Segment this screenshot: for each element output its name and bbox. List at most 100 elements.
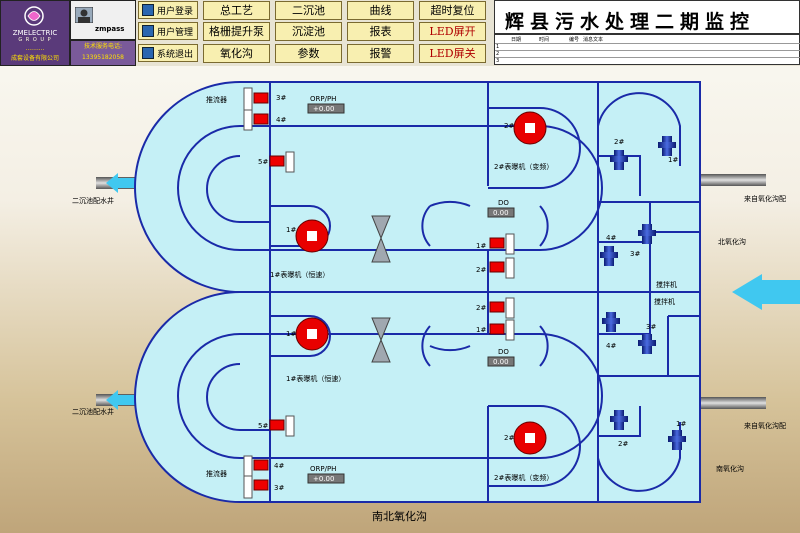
north-propeller-5[interactable] bbox=[269, 151, 295, 173]
user-manage-button[interactable]: 用户管理 bbox=[138, 22, 198, 40]
south-label-4: 4# bbox=[274, 462, 284, 470]
inflow-arrow bbox=[732, 274, 800, 310]
current-user-name: zmpass bbox=[95, 25, 125, 33]
south-propeller-5[interactable] bbox=[269, 415, 295, 437]
north-aerator1-label: 1#表曝机（恒速） bbox=[270, 270, 329, 279]
south-do-value: 0.00 bbox=[493, 358, 509, 366]
south-ditch-label: 南氧化沟 bbox=[716, 464, 744, 473]
north-outlet-label: 二沉池配水井 bbox=[72, 196, 114, 205]
south-inlet-label: 来自氧化沟配 bbox=[744, 421, 786, 430]
nav-curve[interactable]: 曲线 bbox=[347, 1, 414, 20]
south-label-3: 3# bbox=[274, 484, 284, 492]
outflow-arrow-north bbox=[106, 173, 140, 193]
south-mixer-hourglass-icon bbox=[371, 317, 391, 363]
south-aerator-2[interactable] bbox=[513, 421, 547, 455]
login-button-label: 用户登录 bbox=[157, 6, 194, 17]
north-pump-4[interactable] bbox=[600, 246, 618, 266]
inlet-pipe-north bbox=[700, 174, 766, 186]
south-label-1a: 1# bbox=[476, 326, 486, 334]
south-orp-display bbox=[307, 473, 345, 484]
logo-brand-text: ZMELECTRIC bbox=[12, 29, 58, 37]
north-mixer-hourglass-icon bbox=[371, 215, 391, 263]
south-aerator2-label: 2#表曝机（变频） bbox=[494, 473, 553, 482]
south-pump-2[interactable] bbox=[610, 410, 628, 430]
nav-timeout-reset[interactable]: 超时复位 bbox=[419, 1, 486, 20]
south-outlet-label: 二沉池配水井 bbox=[72, 407, 114, 416]
north-orp-display bbox=[307, 103, 345, 114]
north-rb-2: 2# bbox=[614, 138, 624, 146]
north-mixer-label: 搅拌机 bbox=[656, 280, 677, 289]
alarm-header-message: 消息文本 bbox=[583, 37, 604, 43]
service-info: 技术服务电话: 13395182058 bbox=[70, 40, 136, 66]
alarm-row[interactable]: 1 bbox=[495, 43, 800, 50]
south-aerator1-label: 1#表曝机（恒速） bbox=[286, 374, 345, 383]
north-propeller-4[interactable] bbox=[243, 109, 269, 131]
logo-company-line1: .......... bbox=[25, 45, 45, 52]
user-manage-button-label: 用户管理 bbox=[157, 27, 194, 38]
inlet-pipe-south bbox=[700, 397, 766, 409]
south-rb-1: 1# bbox=[676, 420, 686, 428]
alarm-row[interactable]: 3 bbox=[495, 57, 800, 64]
north-orp-label: ORP/PH bbox=[310, 95, 336, 103]
south-mixer-label: 搅拌机 bbox=[654, 297, 675, 306]
north-orp-value: +0.00 bbox=[313, 105, 334, 113]
south-propeller-3[interactable] bbox=[243, 475, 269, 499]
north-propeller-1[interactable] bbox=[489, 233, 515, 255]
north-ditch: 推流器 3# 4# 5# 1# 2# 1# 2# ORP/PH +0.00 DO… bbox=[72, 81, 786, 293]
nav-secondary-clarifier[interactable]: 二沉池 bbox=[275, 1, 342, 20]
outflow-arrow-south bbox=[106, 390, 140, 410]
north-do-value: 0.00 bbox=[493, 209, 509, 217]
alarm-header-number: 编号 bbox=[569, 37, 580, 43]
south-ditch-basin bbox=[134, 291, 701, 503]
north-do-label: DO bbox=[498, 199, 509, 207]
nav-overall-process[interactable]: 总工艺 bbox=[203, 1, 270, 20]
north-propeller-2[interactable] bbox=[489, 257, 515, 279]
company-logo-icon bbox=[24, 6, 44, 26]
north-label-2a: 2# bbox=[504, 122, 514, 130]
north-ditch-label: 北氧化沟 bbox=[718, 237, 746, 246]
exit-button[interactable]: 系统退出 bbox=[138, 44, 198, 62]
nav-alarm[interactable]: 报警 bbox=[347, 44, 414, 63]
south-ditch: 2# 1# 1# 5# 2# 4# 3# 推流器 ORP/PH +0.00 DO… bbox=[72, 291, 786, 503]
north-ditch-basin bbox=[134, 81, 701, 293]
nav-sedimentation-tank[interactable]: 沉淀池 bbox=[275, 22, 342, 41]
exit-icon bbox=[142, 47, 154, 59]
north-label-5: 5# bbox=[258, 158, 268, 166]
south-propeller-2[interactable] bbox=[489, 297, 515, 319]
alarm-header-time: 时间 bbox=[539, 37, 550, 43]
login-button[interactable]: 用户登录 bbox=[138, 1, 198, 19]
alarm-row[interactable]: 2 bbox=[495, 50, 800, 57]
logo-brand-sub: G R O U P bbox=[18, 37, 52, 43]
south-label-5: 5# bbox=[258, 422, 268, 430]
nav-led-on[interactable]: LED屏开 bbox=[419, 22, 486, 41]
north-rb-1: 1# bbox=[668, 156, 678, 164]
nav-report[interactable]: 报表 bbox=[347, 22, 414, 41]
south-pump-1[interactable] bbox=[668, 430, 686, 450]
north-aerator2-label: 2#表曝机（变频） bbox=[494, 162, 553, 171]
nav-oxidation-ditch[interactable]: 氧化沟 bbox=[203, 44, 270, 63]
north-inlet-label: 来自氧化沟配 bbox=[744, 194, 786, 203]
north-aerator-1[interactable] bbox=[295, 219, 329, 253]
north-aerator-2[interactable] bbox=[513, 111, 547, 145]
south-rb-4: 4# bbox=[606, 342, 616, 350]
oxidation-ditch-diagram: 推流器 3# 4# 5# 1# 2# 1# 2# ORP/PH +0.00 DO… bbox=[72, 81, 800, 523]
user-portrait-icon bbox=[75, 7, 93, 23]
south-pump-3[interactable] bbox=[638, 334, 656, 354]
south-propeller-1[interactable] bbox=[489, 319, 515, 341]
south-propeller-label: 推流器 bbox=[206, 469, 227, 478]
south-pump-4[interactable] bbox=[602, 312, 620, 332]
south-rb-3: 3# bbox=[646, 323, 656, 331]
south-do-label: DO bbox=[498, 348, 509, 356]
user-manage-icon bbox=[142, 25, 154, 37]
south-label-2a: 2# bbox=[476, 304, 486, 312]
south-label-2b: 2# bbox=[504, 434, 514, 442]
north-pump-3[interactable] bbox=[638, 224, 656, 244]
north-pump-2[interactable] bbox=[610, 150, 628, 170]
south-aerator-1[interactable] bbox=[295, 317, 329, 351]
nav-parameters[interactable]: 参数 bbox=[275, 44, 342, 63]
nav-screen-lift-pump[interactable]: 格栅提升泵 bbox=[203, 22, 270, 41]
page-title-box: 辉县污水处理二期监控 bbox=[494, 0, 800, 34]
nav-led-off[interactable]: LED屏关 bbox=[419, 44, 486, 63]
north-pump-1[interactable] bbox=[658, 136, 676, 156]
alarm-table[interactable]: 日期 时间 编号 消息文本 1 2 3 bbox=[494, 34, 800, 65]
